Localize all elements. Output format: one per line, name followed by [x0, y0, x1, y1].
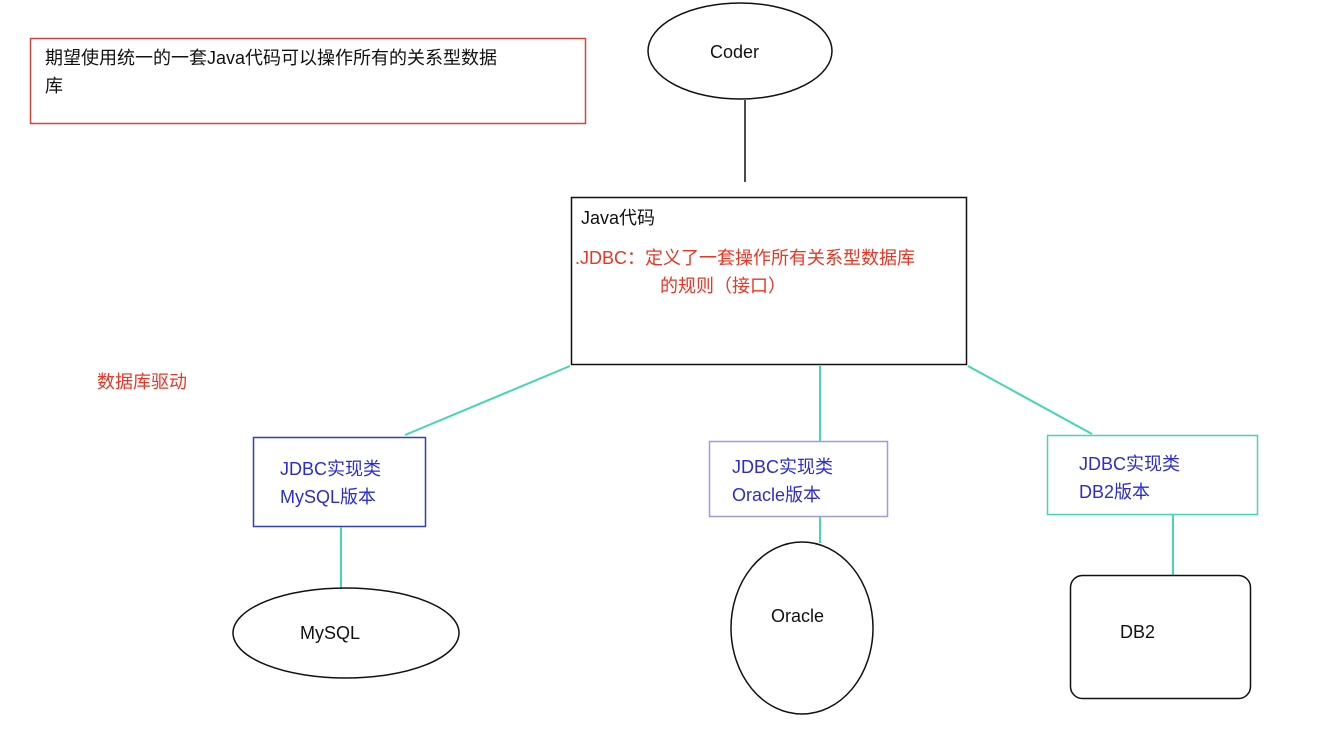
db2-impl-line1: JDBC实现类: [1079, 454, 1181, 474]
mysql-impl-line1: JDBC实现类: [280, 459, 382, 479]
mysql-db-ellipse: [232, 587, 460, 679]
java-code-box: [570, 196, 968, 366]
db2-impl-line2: DB2版本: [1079, 482, 1151, 502]
mysql-impl-line2: MySQL版本: [280, 487, 377, 507]
connector-mysql: [404, 365, 571, 436]
db2-db-box: [1069, 574, 1252, 700]
coder-ellipse: [647, 2, 833, 100]
java-code-title: Java代码: [581, 208, 656, 228]
driver-label: 数据库驱动: [97, 372, 187, 392]
goal-note-line1: 期望使用统一的一套Java代码可以操作所有的关系型数据: [45, 48, 498, 68]
goal-note-line2: 库: [45, 76, 63, 96]
oracle-impl-line1: JDBC实现类: [732, 457, 834, 477]
oracle-impl-box: [708, 440, 889, 518]
jdbc-definition-line2: 的规则（接口）: [660, 276, 786, 296]
connector-db2: [967, 365, 1093, 435]
oracle-db-ellipse: [730, 541, 874, 715]
coder-label: Coder: [710, 42, 760, 62]
mysql-db-label: MySQL: [300, 623, 361, 643]
db2-db-label: DB2: [1120, 622, 1156, 642]
mysql-impl-box: [252, 436, 427, 528]
db2-impl-box: [1046, 434, 1259, 516]
oracle-db-label: Oracle: [771, 606, 825, 626]
jdbc-definition-line1: .JDBC：定义了一套操作所有关系型数据库: [575, 248, 916, 268]
oracle-impl-line2: Oracle版本: [732, 485, 822, 505]
goal-note-box: [29, 37, 587, 125]
